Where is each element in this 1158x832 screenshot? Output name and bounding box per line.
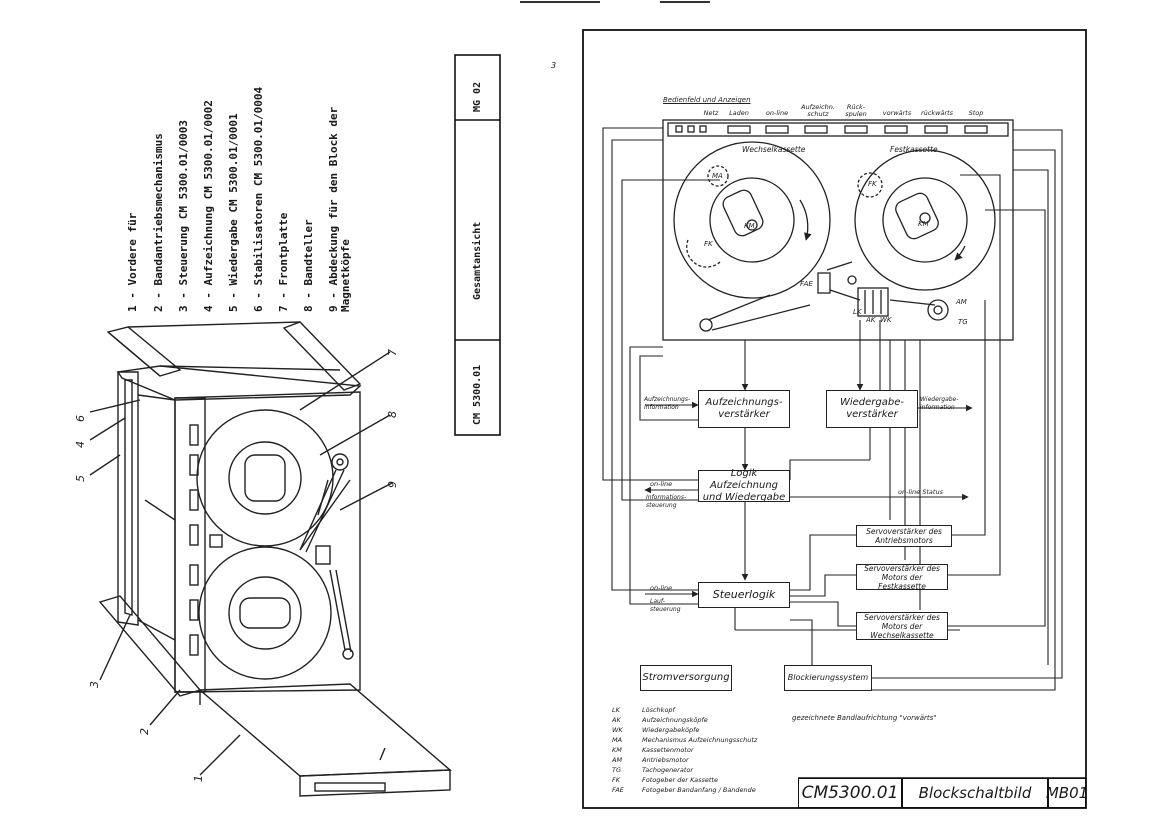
abbr-code-8: FAE [612, 786, 624, 794]
label-fk-left: FK [704, 240, 713, 248]
signal-on-line-1: on-line [650, 480, 673, 488]
callout-5: 5 [74, 475, 87, 482]
abbr-code-5: AM [612, 756, 623, 764]
button-label-aufzeichn-schutz: Aufzeichn. schutz [801, 103, 835, 118]
label-wk: WK [880, 316, 892, 324]
label-ma: MA [712, 172, 723, 180]
abbr-desc-7: Fotogeber der Kassette [642, 776, 718, 784]
legend-item-9: 9 - Abdeckung für den Block der [327, 106, 340, 312]
abbr-code-4: KM [612, 746, 622, 754]
callout-4: 4 [74, 441, 87, 448]
abbr-desc-5: Antriebsmotor [642, 756, 689, 764]
legend-item-8: 8 - Bandteller [302, 219, 315, 312]
left-tb-code: MG 02 [472, 81, 483, 112]
abbr-desc-6: Tachogenerator [642, 766, 694, 774]
legend-item-7: 7 - Frontplatte [277, 212, 290, 312]
abbr-desc-2: Wiedergabeköpfe [642, 726, 700, 734]
label-ak: AK [866, 316, 876, 324]
label-fk-right: FK [868, 180, 877, 188]
abbr-code-7: FK [612, 776, 621, 784]
label-festkassette: Festkassette [890, 145, 938, 154]
abbr-desc-1: Aufzeichnungsköpfe [642, 716, 708, 724]
block-servo-festkassette: Servoverstärker des Motors der Festkasse… [856, 564, 948, 591]
legend-item-1: 1 - Vordere für [126, 212, 139, 312]
label-lk: LK [853, 308, 862, 316]
abbr-code-3: MA [612, 736, 623, 744]
block-blockierungssystem: Blockierungssystem [784, 665, 872, 691]
legend-item-5: 5 - Wiedergabe CM 5300.01/0001 [227, 113, 240, 312]
left-tb-title: Gesamtansicht [472, 221, 483, 300]
abbr-code-0: LK [612, 706, 620, 714]
block-steuerlogik: Steuerlogik [698, 582, 790, 608]
callout-8: 8 [386, 411, 399, 418]
label-tg: TG [958, 318, 968, 326]
callout-2: 2 [138, 728, 151, 735]
legend-item-3: 3 - Steuerung CM 5300.01/0003 [177, 119, 190, 312]
button-label-rueckspulen: Rück-spulen [845, 103, 867, 118]
abbr-desc-4: Kassettenmotor [642, 746, 694, 754]
legend-item-9-cont: Magnetköpfe [339, 239, 352, 312]
legend-item-4: 4 - Aufzeichnung CM 5300.01/0002 [202, 100, 215, 312]
callout-6: 6 [74, 415, 87, 422]
block-aufzeichnungsverstaerker: Aufzeichnungs-verstärker [698, 390, 790, 428]
button-label-rueckwaerts: rückwärts [920, 109, 954, 117]
sheet-border [582, 29, 1087, 809]
callout-7: 7 [386, 349, 399, 356]
abbr-desc-3: Mechanismus Aufzeichnungsschutz [642, 736, 758, 744]
block-stromversorgung: Stromversorgung [640, 665, 732, 691]
right-tb-title: Blockschaltbild [902, 778, 1048, 808]
signal-laufsteuerung: Lauf-steuerung [650, 598, 681, 613]
right-tb-model: CM5300.01 [798, 778, 902, 808]
label-am: AM [956, 298, 967, 306]
button-label-on-line: on-line [765, 109, 789, 117]
signal-wiedergabeinformation: Wiedergabe-information [920, 396, 959, 411]
left-title-block [454, 54, 501, 436]
callout-3: 3 [88, 681, 101, 688]
callout-1: 1 [192, 775, 205, 782]
block-logik: Logik Aufzeichnung und Wiedergabe [698, 468, 790, 503]
button-label-netz: Netz [703, 109, 719, 117]
abbr-code-6: TG [612, 766, 622, 774]
panel-heading: Bedienfeld und Anzeigen [663, 96, 751, 104]
callout-9: 9 [386, 481, 399, 488]
legend-item-2: 2 - Bandantriebsmechanismus [152, 133, 165, 312]
signal-informationssteuerung: Informations-steuerung [646, 494, 687, 509]
block-wiedergabeverstaerker: Wiedergabe-verstärker [826, 390, 918, 428]
device-isometric-drawing [89, 321, 452, 797]
label-wechselkassette: Wechselkassette [742, 145, 806, 154]
button-label-stop: Stop [968, 109, 984, 117]
signal-wiring [602, 127, 1063, 691]
label-km-right: KM [918, 220, 929, 228]
legend-item-6: 6 - Stabilisatoren CM 5300.01/0004 [252, 86, 265, 312]
abbr-code-1: AK [612, 716, 621, 724]
button-label-laden: Laden [729, 109, 749, 117]
direction-note: gezeichnete Bandlaufrichtung "vorwärts" [792, 714, 937, 722]
abbr-desc-0: Löschkopf [642, 706, 675, 714]
abbr-desc-8: Fotogeber Bandanfang / Bandende [642, 786, 756, 794]
button-label-vorwaerts: vorwärts [882, 109, 912, 117]
block-servo-antriebsmotor: Servoverstärker des Antriebsmotors [856, 525, 952, 547]
signal-on-line-2: on-line [650, 584, 673, 592]
abbr-code-2: WK [612, 726, 623, 734]
label-fae: FAE [800, 280, 813, 288]
page-number: 3 [551, 61, 557, 70]
block-servo-wechselkassette: Servoverstärker des Motors der Wechselka… [856, 612, 948, 640]
left-tb-model: CM 5300.01 [472, 364, 483, 425]
right-tb-code: MB01 [1046, 778, 1088, 808]
signal-on-line-status: on-line Status [898, 488, 943, 496]
control-panel-drawing [662, 119, 1014, 341]
signal-aufzeichnungsinformation: Aufzeichnungs-information [644, 396, 691, 411]
label-km-left: KM [744, 222, 755, 230]
